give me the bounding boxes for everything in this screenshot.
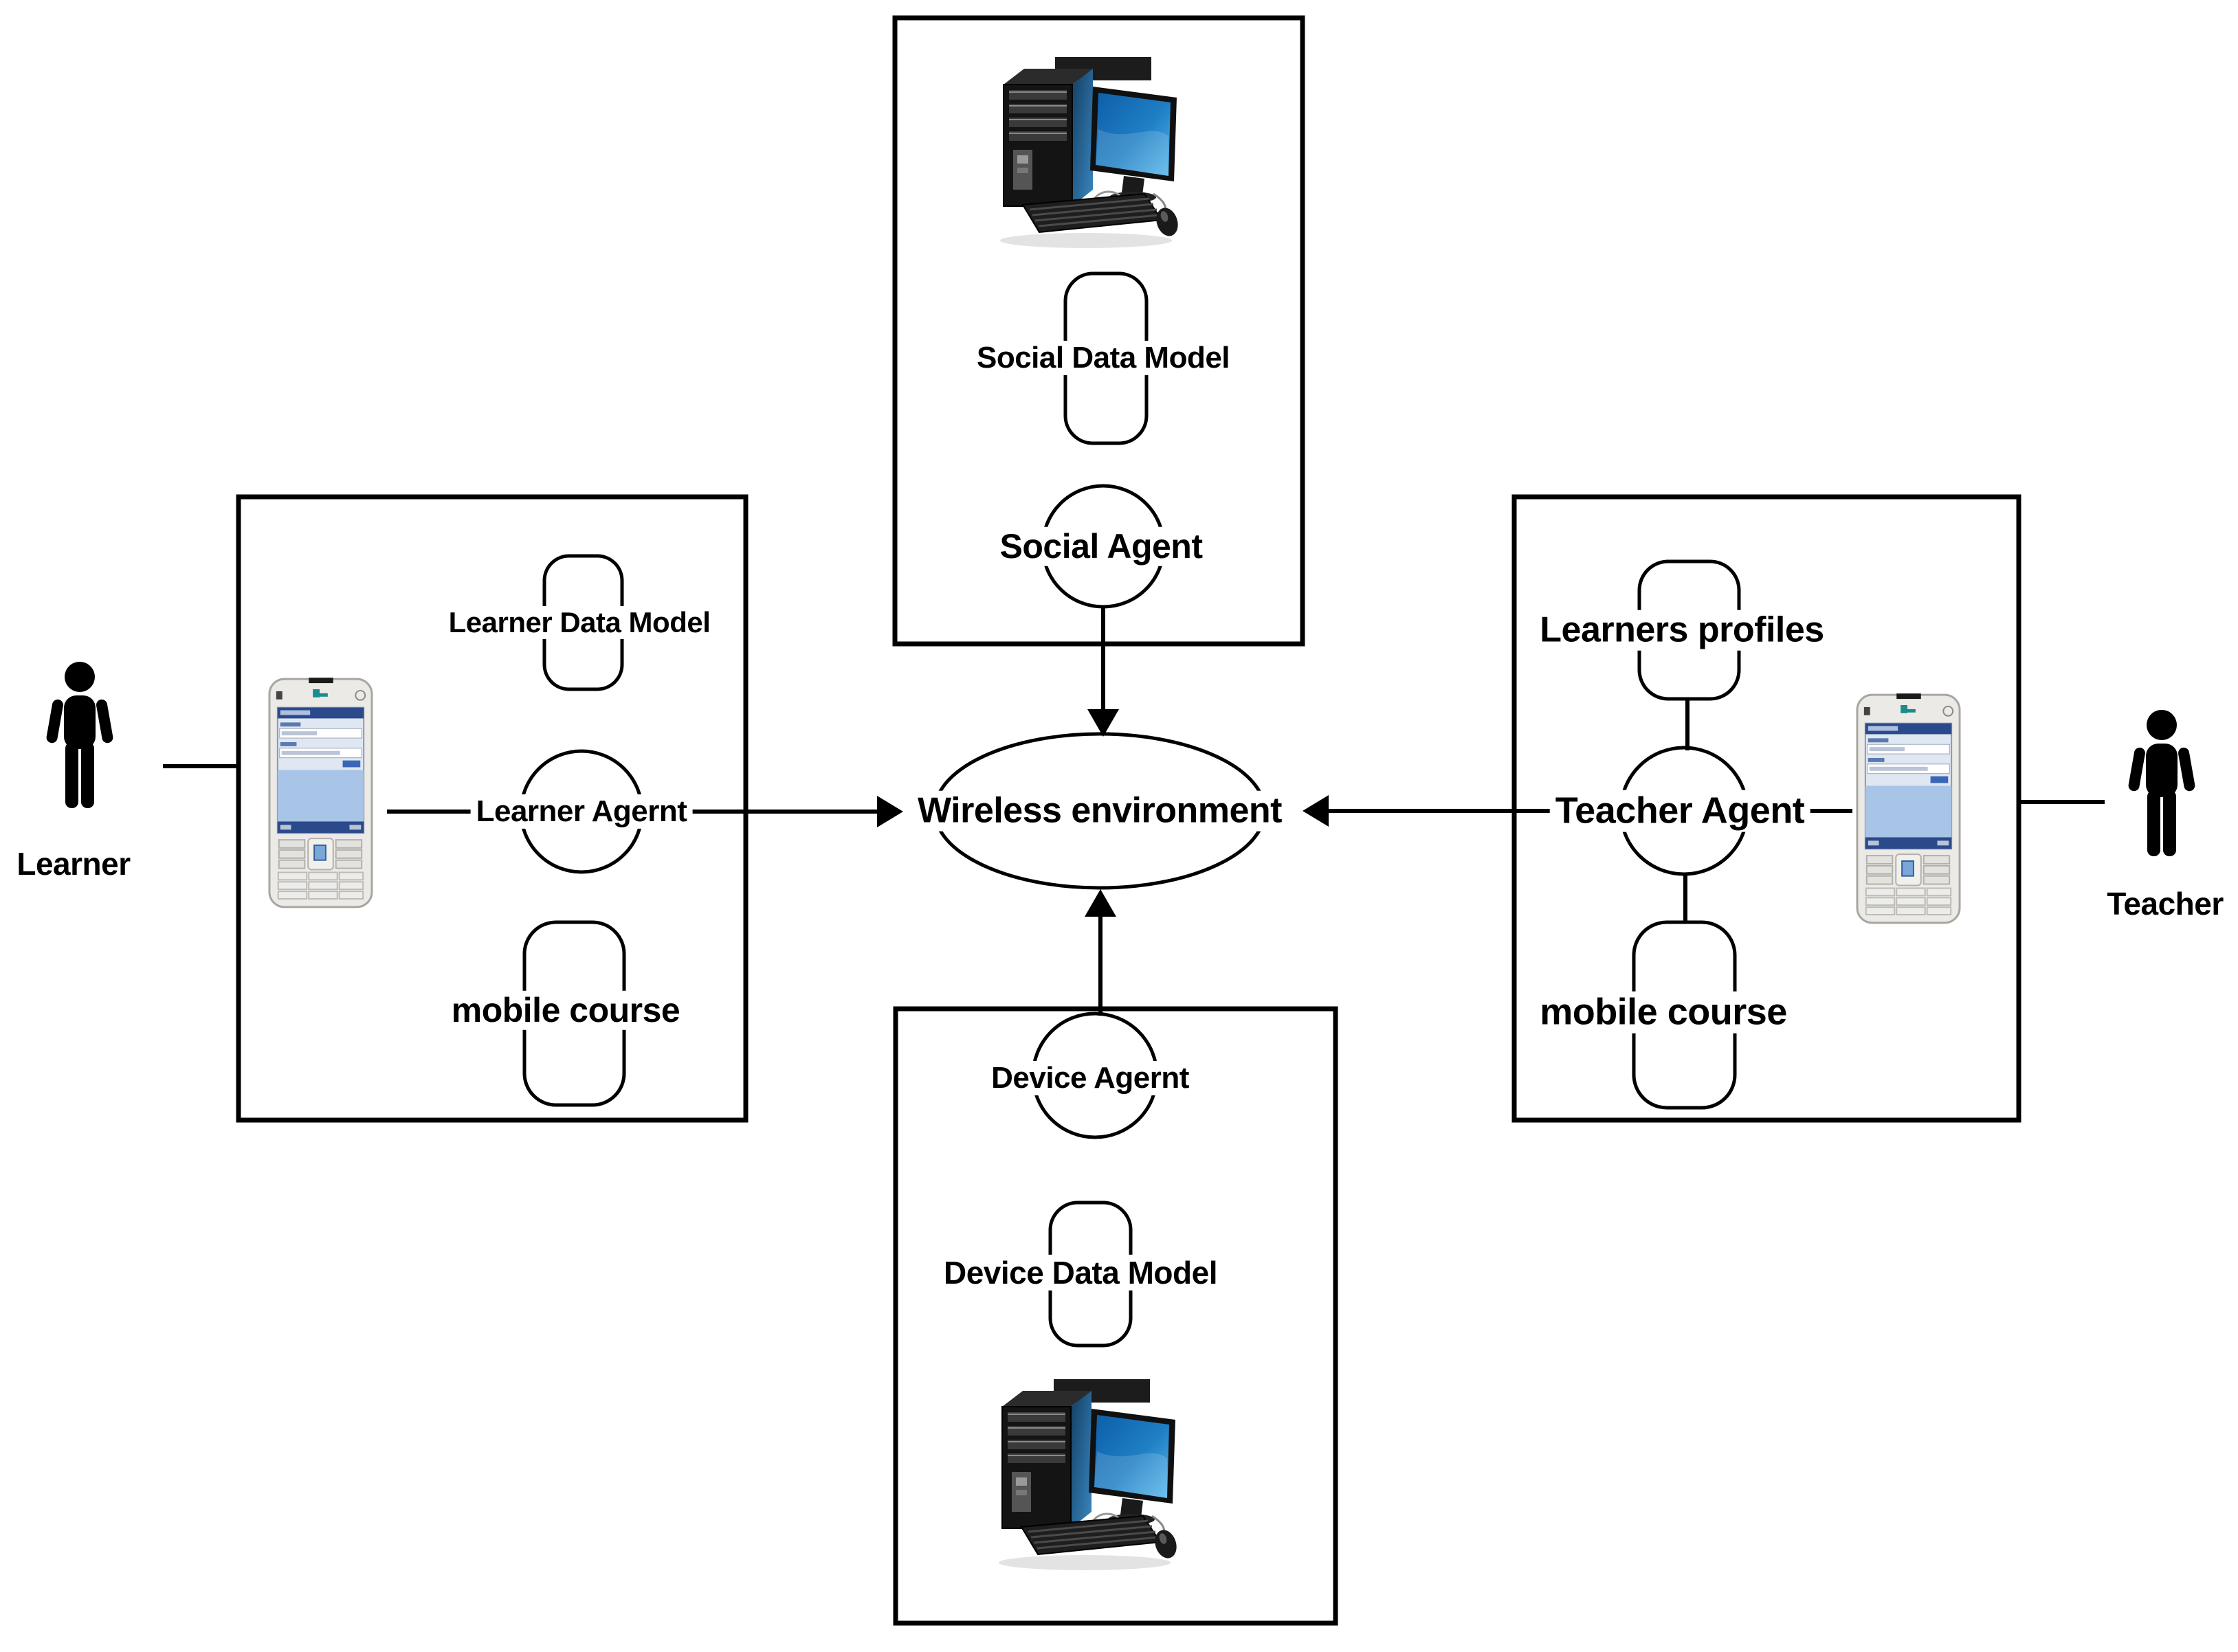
person-icon: [45, 662, 114, 808]
desktop-computer-icon: [999, 56, 1183, 249]
learner-box: [236, 494, 749, 1123]
mobile-phone-icon: [1856, 693, 1961, 924]
teacher-box: [1511, 494, 2021, 1123]
social-agent-label: Social Agent: [994, 526, 1208, 566]
learner-actor-label: Learner: [14, 847, 133, 880]
mobile-phone-icon: [268, 677, 373, 908]
arrowhead-right: [877, 796, 903, 827]
arrowhead-up: [1085, 889, 1116, 917]
social-data-model-label: Social Data Model: [971, 340, 1236, 376]
wireless-environment-label: Wireless environment: [915, 790, 1285, 831]
social-server-box: [892, 15, 1305, 647]
learner-data-model-label: Learner Data Model: [443, 605, 716, 640]
arrowhead-left: [1303, 795, 1329, 827]
teacher-agent-label: Teacher Agent: [1549, 790, 1810, 832]
arrowhead-down: [1087, 709, 1119, 737]
desktop-computer-icon: [997, 1378, 1182, 1572]
mobile-course-left-label: mobile course: [445, 990, 686, 1030]
mobile-course-right-label: mobile course: [1534, 991, 1793, 1034]
teacher-actor-label: Teacher: [2104, 887, 2226, 920]
device-server-box: [893, 1006, 1338, 1626]
device-agent-label: Device Agernt: [986, 1060, 1195, 1096]
learners-profiles-label: Learners profiles: [1537, 610, 1827, 651]
learner-agent-label: Learner Agernt: [470, 794, 693, 829]
person-icon: [2127, 710, 2196, 856]
device-data-model-label: Device Data Model: [938, 1254, 1223, 1291]
